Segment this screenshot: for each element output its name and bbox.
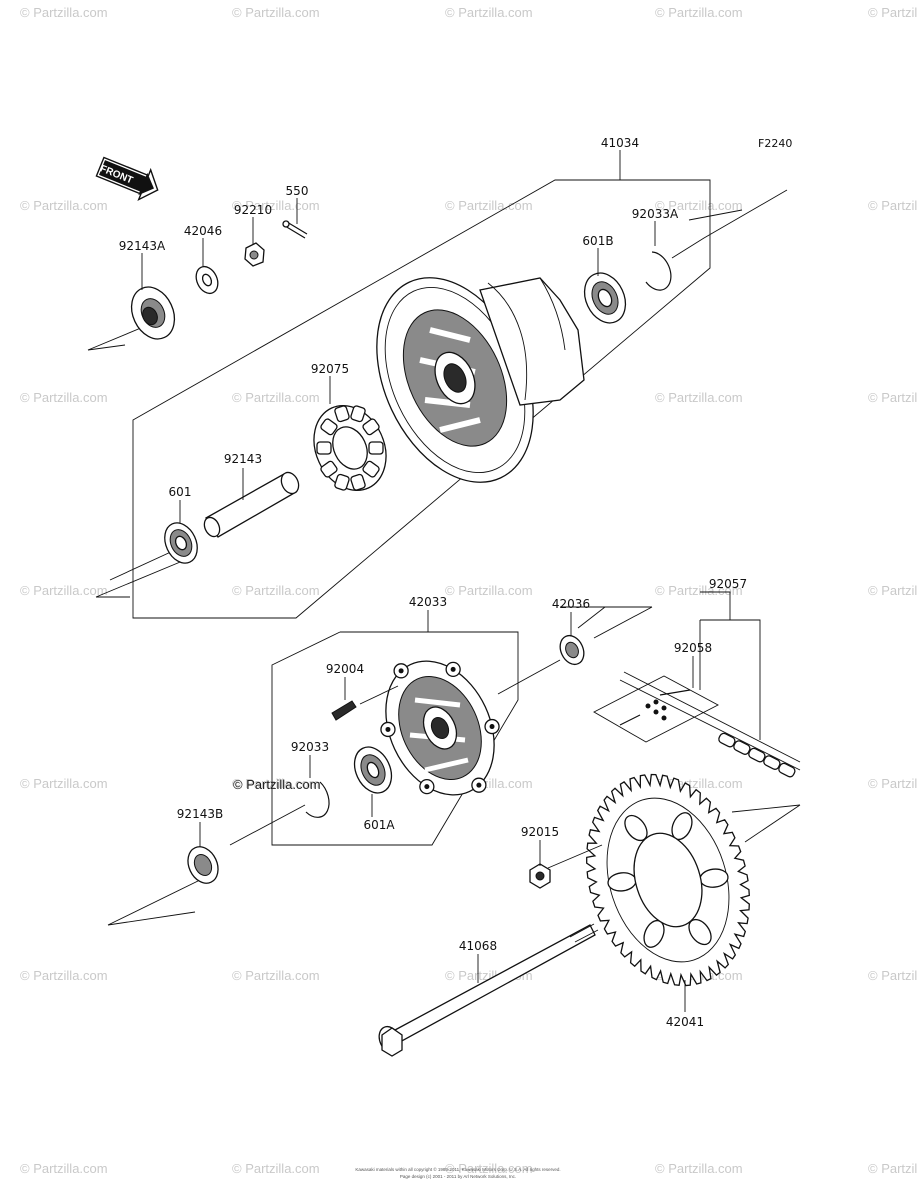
watermark-text: © Partzilla.com	[20, 5, 108, 20]
part-42033-sprocket-carrier	[380, 660, 500, 796]
watermark-text: © Partzilla.com	[20, 1161, 108, 1176]
watermark-text: © Partzilla.com	[868, 776, 917, 791]
footer-copyright: Kawasaki materials within all copyright …	[355, 1166, 560, 1172]
watermark-text: © Partzilla.com	[868, 1161, 917, 1176]
part-41034-wheel-hub	[376, 277, 585, 483]
label-92143: 92143	[224, 452, 262, 466]
watermark-text: © Partzilla.com	[655, 583, 743, 598]
label-42036: 42036	[552, 597, 590, 611]
part-92033-circlip	[305, 781, 330, 818]
part-92057-drive-chain	[619, 671, 801, 778]
label-92075: 92075	[311, 362, 349, 376]
label-92057: 92057	[709, 577, 747, 591]
part-41068-axle	[378, 923, 599, 1057]
part-601a-bearing	[353, 746, 393, 794]
watermark-text: © Partzilla.com	[868, 5, 917, 20]
part-550-cotter-pin	[282, 220, 308, 239]
part-92210-nut	[244, 242, 265, 267]
part-92033a-circlip	[645, 251, 672, 291]
label-601a: 601A	[363, 818, 395, 832]
label-92210: 92210	[234, 203, 272, 217]
part-92143b-collar	[187, 846, 219, 884]
part-42041-rear-sprocket	[586, 773, 750, 987]
assembly-bracket-42033	[271, 631, 519, 846]
part-92075-damper	[313, 404, 387, 492]
label-92004: 92004	[326, 662, 364, 676]
watermark-text: © Partzilla.com	[232, 968, 320, 983]
watermark-text: © Partzilla.com	[655, 1161, 743, 1176]
part-601b-bearing	[583, 272, 627, 324]
part-92143-spacer-tube	[203, 471, 300, 538]
label-42046: 42046	[184, 224, 222, 238]
watermark-text: © Partzilla.com	[20, 968, 108, 983]
watermark-text: © Partzilla.com	[232, 1161, 320, 1176]
label-41068: 41068	[459, 939, 497, 953]
watermark-text: © Partzilla.com	[655, 390, 743, 405]
watermark-text: © Partzilla.com	[232, 5, 320, 20]
watermark-text: © Partzilla.com	[20, 583, 108, 598]
watermark-text: © Partzilla.com	[868, 968, 917, 983]
watermark-text: © Partzilla.com	[232, 583, 320, 598]
part-42036-collar	[559, 634, 585, 666]
watermark-text: © Partzilla.com	[445, 198, 533, 213]
part-92015-nut	[529, 863, 551, 889]
part-92004-stud	[331, 700, 357, 721]
label-42033: 42033	[409, 595, 447, 609]
label-92033: 92033	[291, 740, 329, 754]
label-601: 601	[169, 485, 192, 499]
label-92015: 92015	[521, 825, 559, 839]
footer-page-design: Page design (c) 2001 - 2011 by Arl Netwo…	[400, 1174, 516, 1179]
watermark-text: © Partzilla.com	[445, 583, 533, 598]
watermark-text: © Partzilla.com	[445, 1161, 533, 1176]
figure-code: F2240	[758, 137, 792, 150]
label-42041: 42041	[666, 1015, 704, 1029]
part-92058-chain-joint-kit	[593, 675, 719, 743]
watermark-text: © Partzilla.com	[20, 198, 108, 213]
part-601-bearing	[164, 522, 198, 564]
watermark-text: © Partzilla.com	[445, 5, 533, 20]
front-arrow-icon: FRONT	[95, 156, 159, 202]
label-92143a: 92143A	[119, 239, 166, 253]
part-92143a-collar	[130, 286, 176, 340]
assembly-bracket-41034-top	[132, 179, 610, 545]
copyright-stamp: © Partzilla.com	[233, 777, 321, 792]
label-550: 550	[286, 184, 309, 198]
part-labels: 41034 92143A 42046 92210 550 92033A 601B…	[119, 136, 747, 1029]
label-41034: 41034	[601, 136, 639, 150]
watermark-text: © Partzilla.com	[232, 776, 320, 791]
watermark-text: © Partzilla.com	[868, 390, 917, 405]
watermark-text: © Partzilla.com	[868, 583, 917, 598]
label-92058: 92058	[674, 641, 712, 655]
watermark-text: © Partzilla.com	[232, 198, 320, 213]
watermark-text: © Partzilla.com	[232, 390, 320, 405]
watermark-text: © Partzilla.com	[868, 198, 917, 213]
label-92143b: 92143B	[177, 807, 223, 821]
label-92033a: 92033A	[632, 207, 679, 221]
label-601b: 601B	[582, 234, 613, 248]
watermark-text: © Partzilla.com	[655, 5, 743, 20]
part-42046-washer	[195, 265, 219, 295]
watermark-text: © Partzilla.com	[20, 390, 108, 405]
watermark-text: © Partzilla.com	[20, 776, 108, 791]
watermark-text: © Partzilla.com	[655, 198, 743, 213]
